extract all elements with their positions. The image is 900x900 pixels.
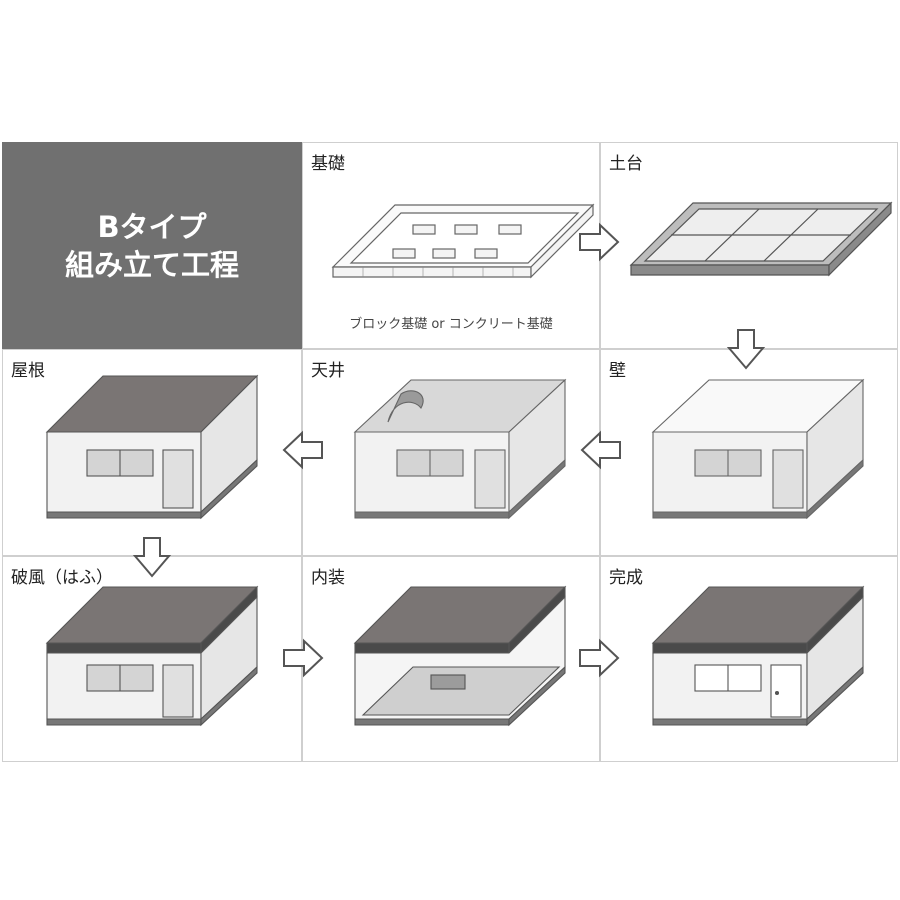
title-line-1: Bタイプ — [97, 209, 207, 244]
arrow-left-icon — [580, 430, 621, 470]
sill-illustration — [629, 201, 893, 277]
title-panel: Bタイプ 組み立て工程 — [2, 142, 302, 349]
step-label: 内装 — [311, 568, 345, 588]
arrow-right-icon — [283, 638, 324, 678]
step-ceiling: 天井 — [302, 349, 600, 556]
arrow-left-icon — [282, 430, 323, 470]
foundation-caption: ブロック基礎 or コンクリート基礎 — [349, 317, 553, 332]
step-roof: 屋根 — [2, 349, 302, 556]
arrow-down-icon — [132, 537, 172, 578]
foundation-illustration — [331, 203, 595, 279]
interior-illustration — [353, 585, 567, 727]
title-heading: Bタイプ 組み立て工程 — [65, 208, 239, 284]
arrow-right-icon — [579, 638, 620, 678]
roof-illustration — [45, 374, 259, 520]
ceiling-illustration — [353, 378, 567, 520]
step-sill: 土台 — [600, 142, 898, 349]
step-label: 土台 — [609, 154, 643, 174]
arrow-right-icon — [579, 222, 620, 262]
complete-illustration — [651, 585, 865, 727]
arrow-down-icon — [726, 329, 766, 370]
step-barge-board: 破風（はふ） — [2, 556, 302, 762]
step-complete: 完成 — [600, 556, 898, 762]
step-wall: 壁 — [600, 349, 898, 556]
title-line-2: 組み立て工程 — [64, 247, 239, 282]
process-grid: Bタイプ 組み立て工程 基礎 ブ — [2, 142, 898, 762]
step-label: 天井 — [311, 361, 345, 381]
step-label: 基礎 — [311, 154, 345, 174]
step-label: 破風（はふ） — [11, 568, 113, 588]
step-foundation: 基礎 ブロック基礎 or コンクリート基礎 — [302, 142, 600, 349]
step-label: 完成 — [609, 568, 643, 588]
step-label: 壁 — [609, 361, 626, 381]
barge-board-illustration — [45, 585, 259, 727]
step-interior: 内装 — [302, 556, 600, 762]
wall-illustration — [651, 378, 865, 520]
step-label: 屋根 — [11, 361, 45, 381]
